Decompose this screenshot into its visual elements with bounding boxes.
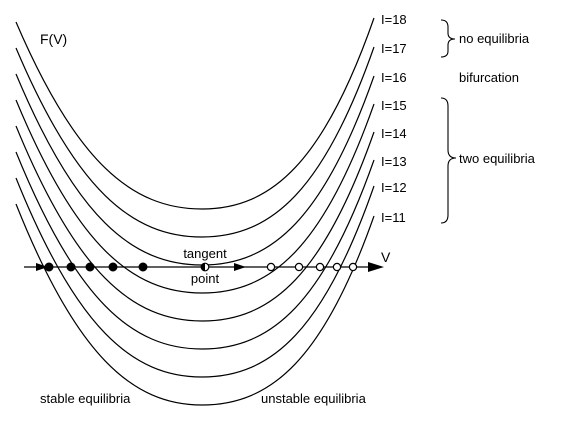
unstable-equilibrium-point	[348, 262, 358, 272]
curve-i18	[15, 17, 375, 210]
stable-equilibrium-point	[108, 262, 118, 272]
tangent-point	[200, 262, 210, 272]
unstable-equilibrium-point	[266, 262, 276, 272]
curve-i17	[15, 46, 375, 238]
v-axis-arrowhead	[368, 262, 384, 272]
tangent-label-top: tangent	[183, 246, 227, 261]
v-axis-mid-arrow-center	[234, 263, 246, 271]
stable-equilibrium-point	[44, 262, 54, 272]
curve-i12	[15, 177, 375, 378]
two-equilibria-label: two equilibria	[459, 151, 536, 166]
unstable-equilibria-label: unstable equilibria	[261, 391, 367, 406]
no-equilibria-brace	[440, 19, 456, 58]
curve-family	[15, 17, 375, 406]
curve-label-i17: I=17	[381, 41, 407, 56]
curve-label-i13: I=13	[381, 154, 407, 169]
v-axis-mid-arrow-left	[36, 263, 48, 271]
equilibrium-points	[44, 262, 358, 272]
curve-label-i15: I=15	[381, 98, 407, 113]
two-equilibria-brace	[440, 97, 457, 224]
curve-label-i12: I=12	[381, 180, 407, 195]
curve-label-i14: I=14	[381, 126, 407, 141]
unstable-equilibrium-point	[294, 262, 304, 272]
y-axis-label: F(V)	[40, 31, 67, 47]
curve-i14	[15, 125, 375, 322]
curve-label-i16: I=16	[381, 70, 407, 85]
no-equilibria-label: no equilibria	[459, 31, 530, 46]
unstable-equilibrium-point	[315, 262, 325, 272]
curve-label-i11: I=11	[381, 210, 406, 225]
curve-label-i18: I=18	[381, 12, 407, 27]
tangent-label-bottom: point	[191, 271, 220, 286]
unstable-equilibrium-point	[332, 262, 342, 272]
curve-i11	[15, 203, 375, 406]
stable-equilibrium-point	[66, 262, 76, 272]
stable-equilibrium-point	[85, 262, 95, 272]
curve-i15	[15, 99, 375, 294]
stable-equilibria-label: stable equilibria	[40, 391, 131, 406]
x-axis-label: V	[381, 249, 391, 265]
bifurcation-label: bifurcation	[459, 70, 519, 85]
stable-equilibrium-point	[138, 262, 148, 272]
